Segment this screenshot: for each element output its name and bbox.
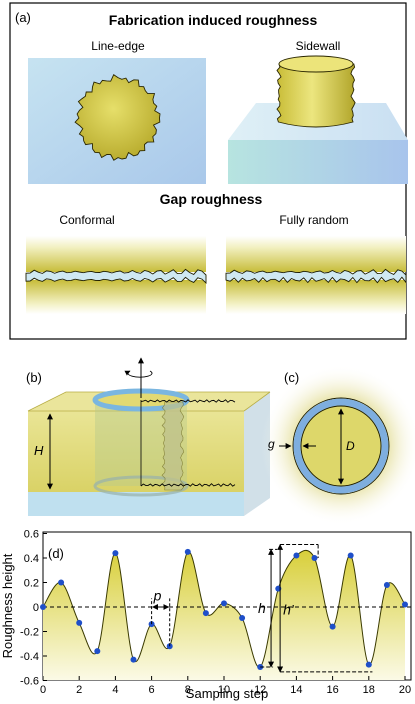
sidewall-substrate-front xyxy=(228,140,408,184)
sample-point-9 xyxy=(202,610,209,617)
rotation-arrow-icon xyxy=(124,370,153,378)
sample-point-3 xyxy=(94,648,101,655)
panel-b: (b) H xyxy=(26,357,271,516)
panel-a-title: Fabrication induced roughness xyxy=(109,12,318,28)
sample-point-16 xyxy=(329,623,336,630)
x-tick-label: 6 xyxy=(149,684,155,696)
x-tick-label: 0 xyxy=(40,684,46,696)
y-tick-label: -0.2 xyxy=(20,627,39,639)
sample-point-10 xyxy=(221,600,227,607)
x-tick-label: 16 xyxy=(326,684,338,696)
sample-point-5 xyxy=(130,656,137,663)
p-label: p xyxy=(153,588,162,604)
conformal-gap-strip xyxy=(25,236,207,314)
y-tick-label: -0.4 xyxy=(20,651,39,663)
y-tick-label: -0.6 xyxy=(20,676,39,688)
h-prime-label: h' xyxy=(283,601,295,617)
slab-side-face xyxy=(244,392,270,516)
h-label: h xyxy=(258,600,266,616)
x-tick-label: 2 xyxy=(76,684,82,696)
y-tick-label: 0.4 xyxy=(24,553,39,565)
sample-point-19 xyxy=(383,581,390,588)
sample-point-14 xyxy=(293,552,300,559)
gap-roughness-title: Gap roughness xyxy=(160,191,263,207)
diameter-label: D xyxy=(346,439,355,453)
roughness-area xyxy=(43,550,405,680)
x-tick-label: 20 xyxy=(399,684,411,696)
slab-bottom-layer xyxy=(28,492,244,516)
panel-a-label: (a) xyxy=(15,10,31,25)
panel-b-label: (b) xyxy=(26,370,42,385)
line-edge-label: Line-edge xyxy=(91,39,145,53)
height-label: H xyxy=(34,443,44,458)
fully-random-gap-strip xyxy=(225,236,407,314)
line-edge-rough-disc xyxy=(74,74,161,161)
sample-point-1 xyxy=(58,579,65,586)
sidewall-rough-cylinder xyxy=(276,63,356,128)
x-tick-label: 8 xyxy=(185,684,191,696)
sample-point-15 xyxy=(311,555,318,561)
y-tick-label: 0.6 xyxy=(24,529,39,541)
sample-point-18 xyxy=(365,661,372,668)
sidewall-label: Sidewall xyxy=(296,39,341,53)
x-tick-label: 18 xyxy=(363,684,375,696)
x-tick-label: 14 xyxy=(290,684,302,696)
sample-point-20 xyxy=(402,601,408,608)
x-tick-label: 12 xyxy=(254,684,266,696)
conformal-label: Conformal xyxy=(59,213,114,227)
sample-point-8 xyxy=(184,548,191,555)
y-axis-label: Roughness height xyxy=(0,553,15,658)
x-tick-label: 4 xyxy=(112,684,118,696)
x-tick-label: 10 xyxy=(218,684,230,696)
y-tick-label: 0.2 xyxy=(24,578,39,590)
panel-c: (c) D g xyxy=(261,365,415,525)
fully-random-label: Fully random xyxy=(279,213,348,227)
x-axis-label: Sampling step xyxy=(186,686,268,701)
sample-point-11 xyxy=(239,615,246,622)
sample-point-2 xyxy=(76,619,83,626)
sample-point-0 xyxy=(40,604,46,610)
sample-point-17 xyxy=(347,552,354,559)
sample-point-4 xyxy=(112,550,119,557)
cylinder-cut-section xyxy=(161,401,185,491)
top-roughness-profile xyxy=(140,399,236,403)
gap-label: g xyxy=(268,437,275,451)
gap-ring xyxy=(293,398,389,494)
panel-c-label: (c) xyxy=(284,370,299,385)
annotations: p h h' xyxy=(151,543,373,673)
bottom-roughness-profile xyxy=(140,482,236,488)
sidewall-cylinder-top xyxy=(278,55,354,73)
y-tick-label: 0 xyxy=(33,602,39,614)
panel-a: (a) Fabrication induced roughness Line-e… xyxy=(9,2,408,340)
panel-d-label: (d) xyxy=(48,546,64,561)
